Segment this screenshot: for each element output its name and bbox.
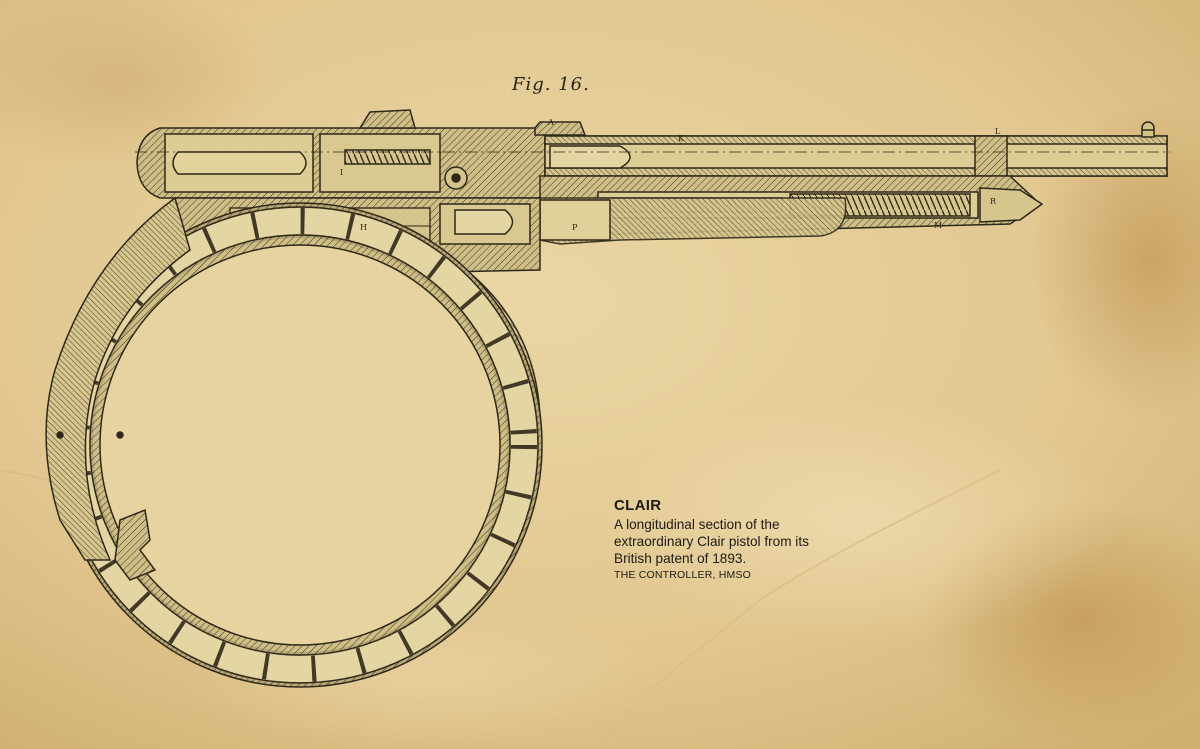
caption-body: A longitudinal section of the extraordin… bbox=[614, 516, 854, 567]
part-letter-i: I bbox=[340, 168, 343, 177]
part-letter-p: P bbox=[572, 223, 578, 232]
part-letter-m: M bbox=[934, 221, 942, 230]
caption-title: CLAIR bbox=[614, 497, 662, 514]
caption-line: extraordinary Clair pistol from its bbox=[614, 534, 809, 549]
pistol-body bbox=[45, 109, 1168, 688]
figure-label: Fig. 16. bbox=[512, 74, 590, 95]
part-letter-h: H bbox=[360, 223, 367, 232]
caption-line: A longitudinal section of the bbox=[614, 517, 780, 532]
caption-line: British patent of 1893. bbox=[614, 551, 747, 566]
part-letter-a: A bbox=[547, 118, 554, 127]
caption-credit: THE CONTROLLER, HMSO bbox=[614, 569, 752, 581]
part-letter-k: K bbox=[678, 134, 685, 143]
part-letter-r: R bbox=[990, 197, 997, 206]
part-letter-l: L bbox=[995, 127, 1001, 136]
caption: CLAIR A longitudinal section of the extr… bbox=[614, 497, 854, 583]
